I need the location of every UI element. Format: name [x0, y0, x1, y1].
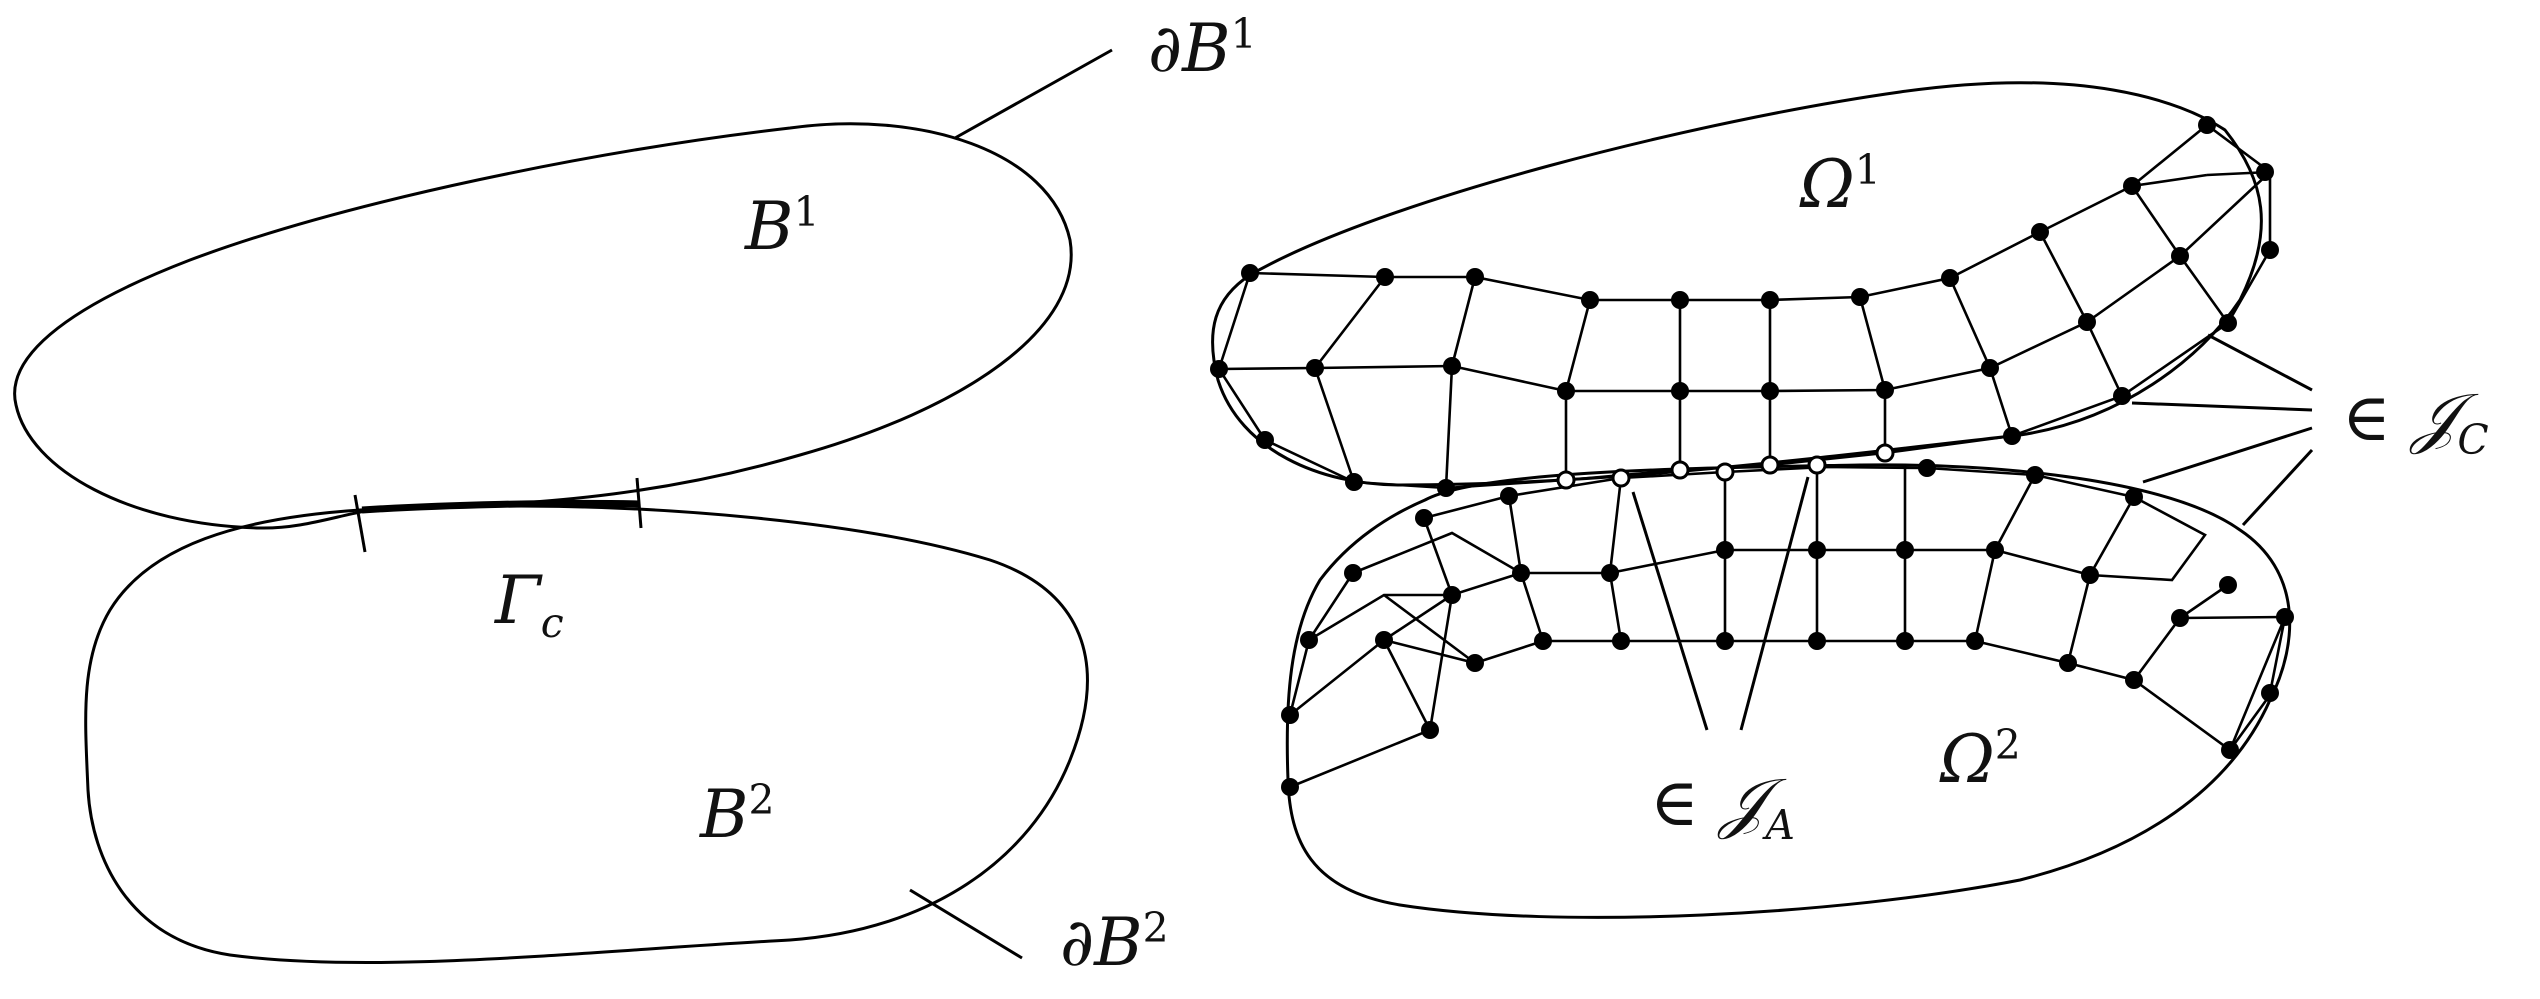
- omega1-mesh: [1217, 123, 2272, 490]
- label-dB1: ∂B1: [1148, 10, 1257, 87]
- contact-nodes: [1556, 443, 1895, 490]
- body-b1-outline: [13, 122, 1073, 530]
- jc-leader-3: [2142, 426, 2313, 484]
- gamma-c-tick-right: [635, 477, 643, 529]
- label-B2: B2: [700, 776, 775, 853]
- db2-leader: [909, 888, 1023, 960]
- label-dB2: ∂B2: [1060, 904, 1169, 981]
- jc-leader-2: [2131, 401, 2313, 412]
- gamma-c-contact: [361, 499, 641, 514]
- label-ja: ∈ 𝒥A: [1650, 764, 1795, 850]
- jc-leader-4: [2241, 448, 2314, 527]
- omega1-outline: [1211, 81, 2263, 487]
- label-gamma-c: Γc: [495, 562, 564, 648]
- label-B1: B1: [745, 188, 820, 265]
- label-omega1: Ω1: [1800, 146, 1881, 223]
- label-omega2: Ω2: [1940, 721, 2021, 798]
- jc-leader-1: [2207, 333, 2313, 392]
- ja-leader-1: [1631, 491, 1709, 731]
- body-b2-outline: [84, 504, 1089, 965]
- gamma-c-tick-left: [353, 494, 367, 553]
- omega2-outline: [1285, 463, 2292, 919]
- ja-leader-2: [1739, 476, 1810, 731]
- db1-leader: [954, 48, 1113, 140]
- mesh-nodes: [1210, 116, 2294, 796]
- omega2-mesh: [1288, 465, 2287, 789]
- label-jc: ∈ 𝒥C: [2342, 379, 2489, 465]
